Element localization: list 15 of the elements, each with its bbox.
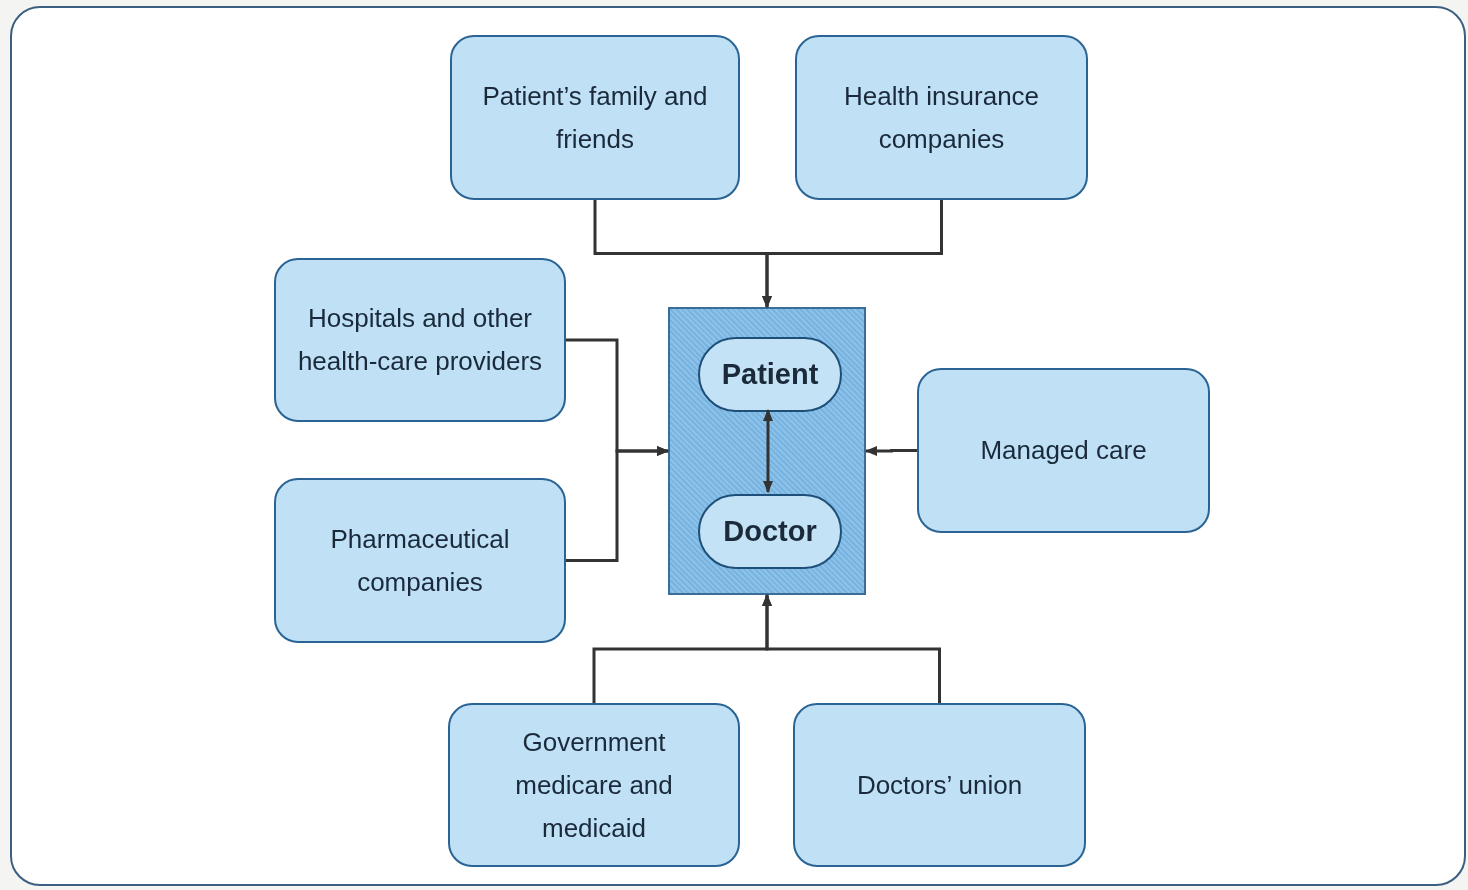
central-panel [668, 307, 866, 595]
stakeholder-box: Hospitals and other health-care providers [274, 258, 566, 422]
role-pill: Patient [698, 337, 842, 412]
stakeholder-box: Pharmaceutical companies [274, 478, 566, 643]
stakeholder-box: Doctors’ union [793, 703, 1086, 867]
arrow [763, 409, 773, 493]
role-pill: Doctor [698, 494, 842, 569]
stakeholder-box: Patient’s family and friends [450, 35, 740, 200]
stakeholder-box: Health insurance companies [795, 35, 1088, 200]
arrow [865, 446, 917, 456]
arrow [762, 594, 941, 703]
stakeholder-box: Managed care [917, 368, 1210, 533]
arrow [762, 200, 943, 308]
stakeholder-box: Government medicare and medicaid [448, 703, 740, 867]
arrow [566, 446, 669, 562]
